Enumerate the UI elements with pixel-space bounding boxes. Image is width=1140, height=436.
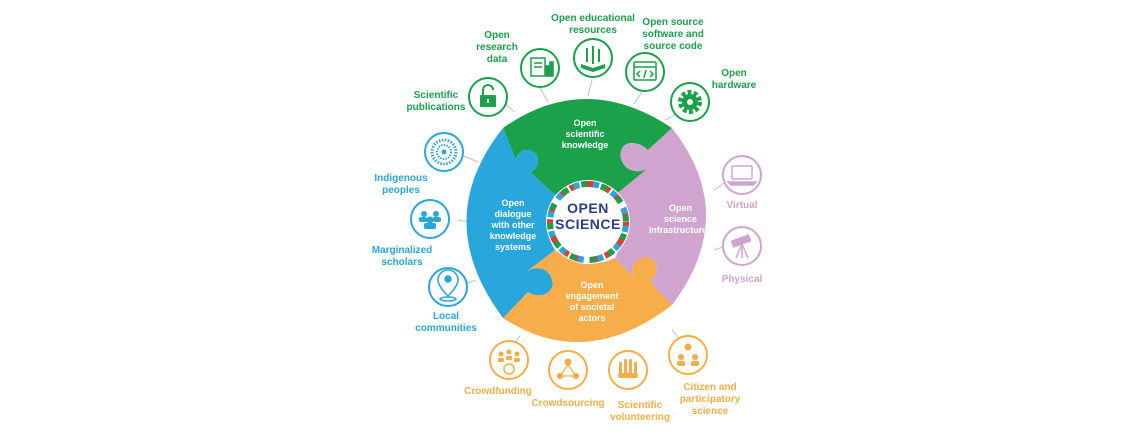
center-line-2: SCIENCE	[555, 216, 621, 232]
sat-volunteering-ring	[608, 350, 648, 390]
label-open-educational-resources: Open educational resources	[551, 13, 635, 36]
piece-label-knowledge: Open scientific knowledge	[561, 118, 609, 150]
piece-label-dialogue: Open dialogue with other knowledge syste…	[489, 198, 537, 252]
label-open-hardware: Open hardware	[711, 68, 757, 91]
code-window-icon	[633, 61, 657, 81]
center-title: OPEN SCIENCE	[548, 200, 628, 232]
network-icon	[556, 358, 580, 380]
label-citizen-science: Citizen and participatory science	[679, 382, 741, 417]
location-person-icon	[437, 269, 459, 302]
data-chart-icon	[530, 57, 554, 77]
piece-label-infrastructures: Open science infrastructures	[648, 203, 713, 235]
sat-virtual-ring	[722, 155, 762, 195]
group-icon	[419, 211, 441, 229]
piece-open-engagement	[503, 250, 672, 343]
telescope-icon	[730, 234, 752, 259]
label-crowdsourcing: Crowdsourcing	[531, 398, 605, 409]
label-open-research-data: Open research data	[476, 30, 518, 65]
center-badge	[546, 180, 630, 264]
coins-people-icon	[498, 349, 520, 375]
label-physical: Physical	[721, 274, 763, 285]
people-icon	[677, 343, 699, 366]
sat-citizen-ring	[668, 335, 708, 375]
piece-open-science-infrastructures	[615, 128, 706, 305]
sat-crowdsourcing-ring	[548, 350, 588, 390]
pattern-icon	[430, 138, 458, 166]
book-icon	[581, 46, 605, 72]
label-local-communities: Local communities	[415, 311, 477, 334]
piece-open-dialogue	[466, 128, 555, 318]
lock-open-icon	[480, 84, 496, 107]
label-marginalized-scholars: Marginalized scholars	[371, 245, 433, 268]
hands-icon	[618, 359, 638, 378]
center-line-1: OPEN	[567, 200, 609, 216]
label-scientific-volunteering: Scientific volunteering	[609, 400, 670, 423]
gear-icon	[678, 90, 702, 114]
label-crowdfunding: Crowdfunding	[464, 386, 532, 397]
piece-open-scientific-knowledge	[503, 99, 672, 195]
label-virtual: Virtual	[726, 200, 758, 211]
puzzle-ring	[466, 99, 706, 343]
label-indigenous-peoples: Indigenous peoples	[374, 173, 428, 196]
connector-lines	[457, 79, 727, 357]
piece-label-engagement: Open engagement of societal actors	[565, 280, 619, 323]
laptop-icon	[726, 165, 758, 186]
label-scientific-publications: Scientific publications	[406, 90, 466, 113]
label-open-source-software: Open source software and source code	[642, 17, 704, 52]
